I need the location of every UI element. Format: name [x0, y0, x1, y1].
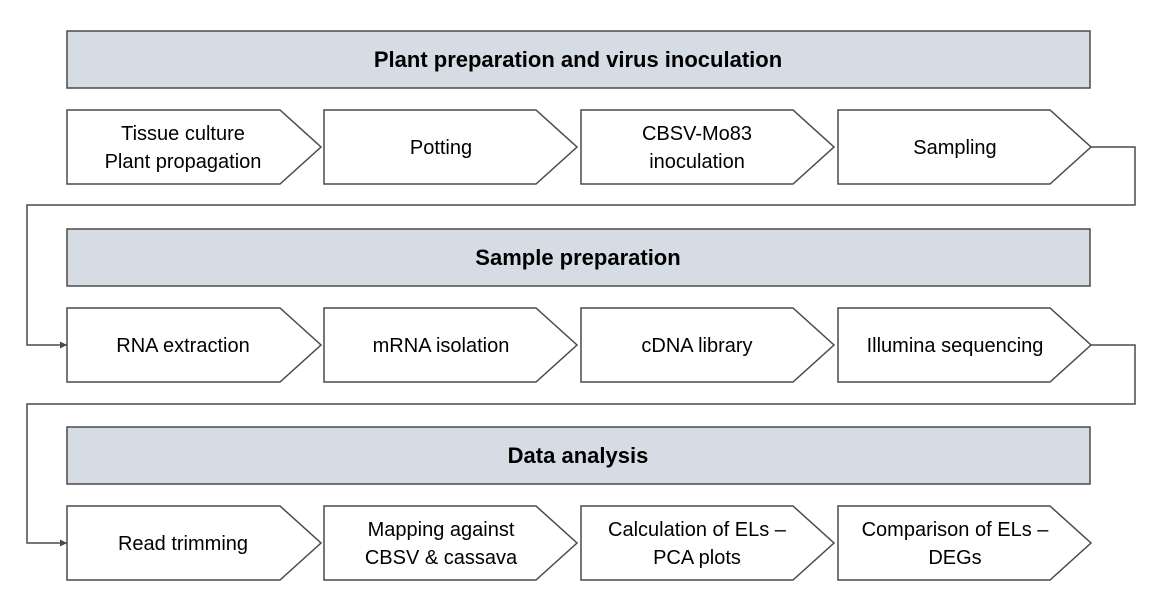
step-mapping: Mapping against CBSV & cassava — [323, 505, 579, 581]
step-read-trimming: Read trimming — [66, 505, 323, 581]
step-label: cDNA library — [641, 335, 752, 357]
step-label: Read trimming — [118, 533, 248, 555]
step-label: CBSV & cassava — [365, 547, 518, 569]
step-label: DEGs — [928, 547, 981, 569]
step-label: Illumina sequencing — [867, 335, 1044, 357]
step-chevron — [837, 307, 1093, 383]
section-title: Plant preparation and virus inoculation — [374, 47, 782, 72]
step-comparison-els: Comparison of ELs – DEGs — [837, 505, 1093, 581]
step-label: PCA plots — [653, 547, 741, 569]
step-sampling: Sampling — [837, 109, 1093, 185]
section-title: Sample preparation — [475, 245, 680, 270]
step-chevron — [66, 307, 323, 383]
step-label: RNA extraction — [116, 335, 249, 357]
step-chevron — [837, 505, 1093, 581]
connector-arrow — [26, 344, 1136, 547]
step-calculation-els: Calculation of ELs – PCA plots — [580, 505, 836, 581]
step-potting: Potting — [323, 109, 579, 185]
section-title: Data analysis — [508, 443, 649, 468]
step-chevron — [323, 505, 579, 581]
step-label: Calculation of ELs – — [608, 519, 787, 541]
step-chevron — [580, 109, 836, 185]
step-label: Tissue culture — [121, 123, 245, 145]
section-plant-preparation: Plant preparation and virus inoculation … — [66, 30, 1093, 185]
step-chevron — [66, 505, 323, 581]
step-chevron — [580, 505, 836, 581]
step-cbsv-inoculation: CBSV-Mo83 inoculation — [580, 109, 836, 185]
step-chevron — [323, 109, 579, 185]
step-rna-extraction: RNA extraction — [66, 307, 323, 383]
section-sample-preparation: Sample preparation RNA extraction mRNA i… — [66, 228, 1093, 383]
step-chevron — [323, 307, 579, 383]
section-banner — [66, 426, 1091, 485]
step-tissue-culture: Tissue culture Plant propagation — [66, 109, 323, 185]
section-banner — [66, 228, 1091, 287]
step-chevron — [580, 307, 836, 383]
step-label: Plant propagation — [105, 151, 262, 173]
section-data-analysis: Data analysis Read trimming Mapping agai… — [66, 426, 1093, 581]
step-mrna-isolation: mRNA isolation — [323, 307, 579, 383]
step-chevron — [837, 109, 1093, 185]
step-label: CBSV-Mo83 — [642, 123, 752, 145]
step-chevron — [66, 109, 323, 185]
step-illumina-sequencing: Illumina sequencing — [837, 307, 1093, 383]
step-label: Comparison of ELs – — [862, 519, 1050, 541]
connector-arrow — [26, 146, 1136, 349]
step-label: Sampling — [913, 137, 996, 159]
section-banner — [66, 30, 1091, 89]
step-label: mRNA isolation — [373, 335, 510, 357]
step-label: Mapping against — [368, 519, 515, 541]
step-label: inoculation — [649, 151, 745, 173]
step-cdna-library: cDNA library — [580, 307, 836, 383]
step-label: Potting — [410, 137, 472, 159]
